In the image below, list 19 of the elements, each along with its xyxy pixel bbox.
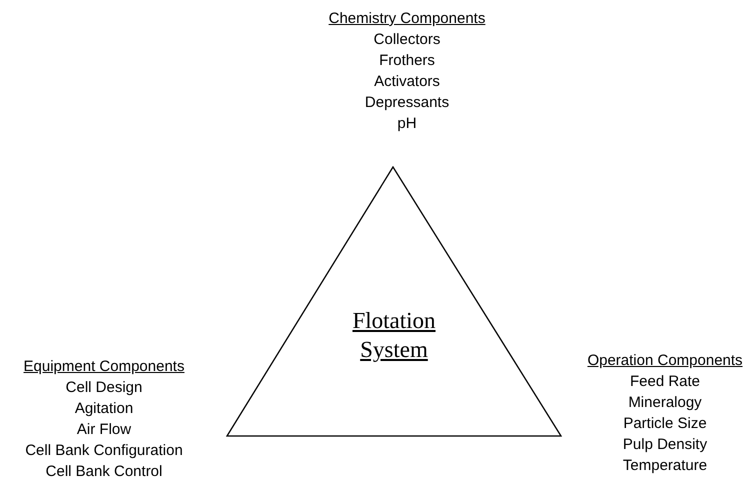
- component-item: Feed Rate: [630, 372, 700, 392]
- group-heading: Chemistry Components: [328, 9, 486, 29]
- component-item: pH: [397, 114, 417, 134]
- component-item: Mineralogy: [628, 393, 702, 413]
- component-item: Particle Size: [623, 414, 707, 434]
- component-item: Cell Bank Control: [46, 462, 162, 482]
- component-item: Depressants: [364, 93, 450, 113]
- component-item: Agitation: [74, 399, 134, 419]
- component-item: Cell Design: [66, 378, 142, 398]
- component-item: Cell Bank Configuration: [25, 441, 183, 461]
- group-heading: Equipment Components: [24, 357, 184, 377]
- component-item: Collectors: [374, 30, 440, 50]
- component-item: Pulp Density: [622, 435, 708, 455]
- component-item: Frothers: [379, 51, 435, 71]
- component-item: Air Flow: [76, 420, 132, 440]
- node-label: Flotation System: [351, 307, 437, 364]
- component-item: Temperature: [622, 456, 708, 476]
- component-item: Activators: [374, 72, 440, 92]
- group-heading: Operation Components: [587, 351, 743, 371]
